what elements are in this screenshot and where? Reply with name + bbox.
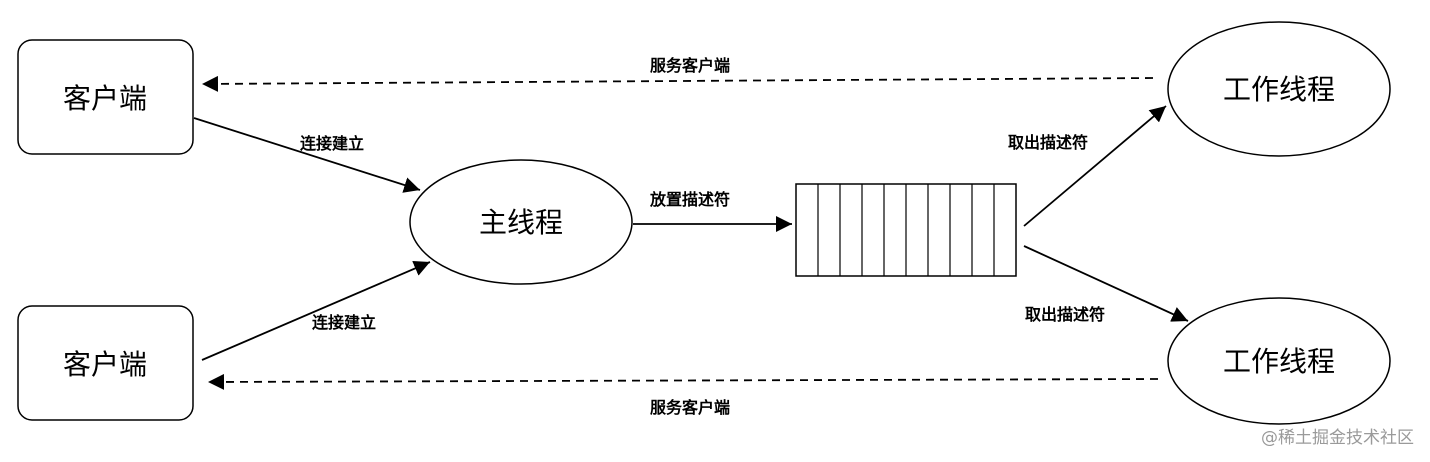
take-descriptor-label-bottom: 取出描述符 [1025,305,1105,324]
watermark: @稀土掘金技术社区 [1261,428,1414,448]
take-descriptor-arrow-bottom [1023,245,1189,322]
connect-arrow-top [193,117,421,193]
main-thread-node: 主线程 [409,159,633,285]
main-thread-label: 主线程 [479,206,563,239]
serve-client-arrow-bottom [207,373,1159,390]
serve-client-label-top: 服务客户端 [650,56,730,75]
client-node-top-label: 客户端 [63,82,147,115]
serve-client-arrow-top [201,75,1154,92]
connect-label-top: 连接建立 [300,134,364,153]
worker-thread-bottom-label: 工作线程 [1223,345,1335,378]
serve-client-label-bottom: 服务客户端 [650,398,730,417]
client-node-bottom-label: 客户端 [63,348,147,381]
descriptor-queue [795,183,1017,277]
worker-thread-node-bottom: 工作线程 [1167,297,1391,425]
client-node-top: 客户端 [17,39,194,155]
take-descriptor-arrow-top [1023,105,1167,227]
connect-arrow-bottom [201,260,431,361]
connect-label-bottom: 连接建立 [312,313,376,332]
worker-thread-top-label: 工作线程 [1223,73,1335,106]
client-node-bottom: 客户端 [17,305,194,421]
place-descriptor-label: 放置描述符 [649,190,730,209]
take-descriptor-label-top: 取出描述符 [1008,133,1088,152]
worker-thread-node-top: 工作线程 [1167,21,1391,157]
